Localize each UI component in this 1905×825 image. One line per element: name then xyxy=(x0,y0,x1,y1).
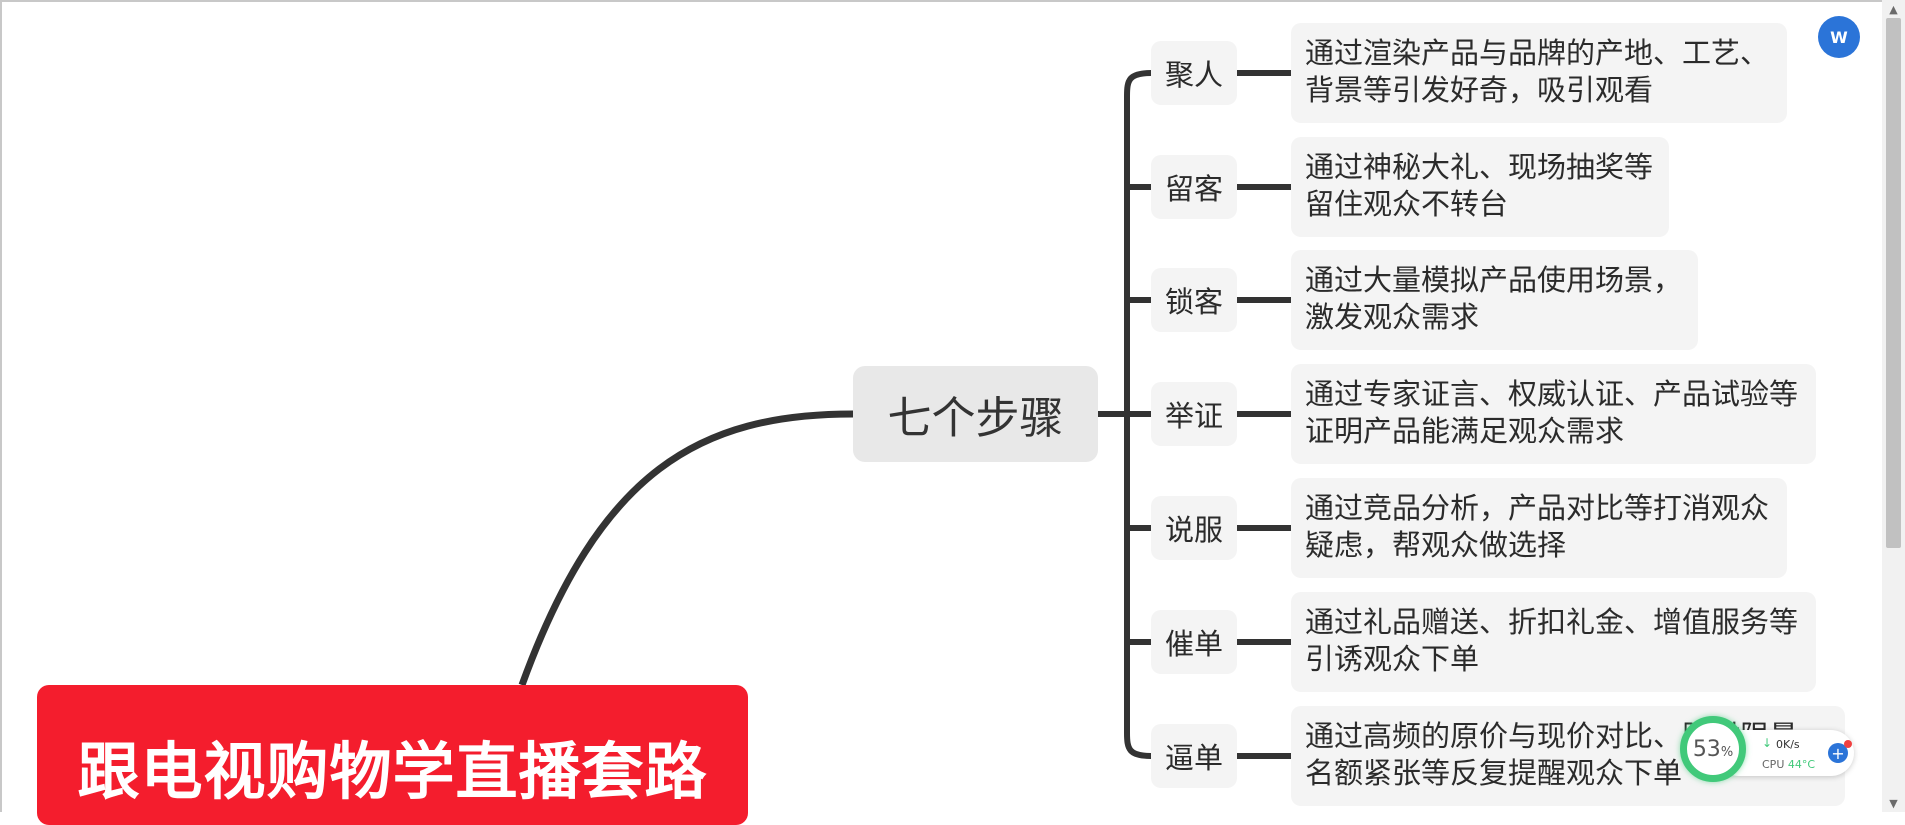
step-node-7[interactable]: 逼单 xyxy=(1151,724,1237,788)
percent-unit: % xyxy=(1720,744,1734,760)
step-label: 逼单 xyxy=(1164,741,1223,775)
desc-line: 引诱观众下单 xyxy=(1305,642,1480,676)
add-icon[interactable]: + xyxy=(1828,743,1848,763)
step-label: 留客 xyxy=(1164,172,1223,206)
memory-usage-ring[interactable]: 53% xyxy=(1680,716,1746,782)
step-label: 催单 xyxy=(1164,627,1223,661)
step-label: 说服 xyxy=(1164,513,1223,547)
document-viewport xyxy=(0,0,1882,812)
root-node[interactable]: 跟电视购物学直播套路 xyxy=(37,685,748,825)
desc-line: 通过专家证言、权威认证、产品试验等 xyxy=(1305,377,1799,411)
step-desc-node-3[interactable]: 通过大量模拟产品使用场景， 激发观众需求 xyxy=(1291,250,1698,350)
scrollbar-thumb[interactable] xyxy=(1886,18,1901,548)
vertical-scrollbar[interactable]: ▲ ▼ xyxy=(1882,0,1905,812)
step-node-4[interactable]: 举证 xyxy=(1151,382,1237,446)
cpu-readout: CPU 44°C xyxy=(1762,758,1815,771)
desc-line: 留住观众不转台 xyxy=(1305,187,1509,221)
step-desc-node-5[interactable]: 通过竞品分析，产品对比等打消观众 疑虑，帮观众做选择 xyxy=(1291,478,1787,578)
step-node-6[interactable]: 催单 xyxy=(1151,610,1237,674)
desc-line: 通过神秘大礼、现场抽奖等 xyxy=(1305,150,1654,184)
memory-percent: 53 xyxy=(1692,736,1721,762)
step-node-5[interactable]: 说服 xyxy=(1151,496,1237,560)
desc-line: 通过渲染产品与品牌的产地、工艺、 xyxy=(1305,36,1770,70)
network-speed: 0K/s xyxy=(1776,738,1800,751)
root-to-center-connector xyxy=(518,410,854,687)
center-node[interactable]: 七个步骤 xyxy=(853,366,1098,462)
desc-line: 通过大量模拟产品使用场景， xyxy=(1305,263,1683,297)
notification-dot-icon xyxy=(1844,740,1852,748)
step-node-2[interactable]: 留客 xyxy=(1151,155,1237,219)
browser-extension-icon[interactable]: W xyxy=(1818,16,1860,58)
step-node-1[interactable]: 聚人 xyxy=(1151,41,1237,105)
root-node-label: 跟电视购物学直播套路 xyxy=(77,735,708,808)
step-desc-node-2[interactable]: 通过神秘大礼、现场抽奖等 留住观众不转台 xyxy=(1291,137,1669,237)
cpu-label: CPU xyxy=(1762,758,1785,771)
scroll-down-arrow-icon[interactable]: ▼ xyxy=(1889,796,1898,810)
scroll-up-arrow-icon[interactable]: ▲ xyxy=(1889,2,1898,16)
desc-line: 背景等引发好奇，吸引观看 xyxy=(1305,73,1654,107)
desc-line: 通过竞品分析，产品对比等打消观众 xyxy=(1305,491,1770,525)
step-desc-node-6[interactable]: 通过礼品赠送、折扣礼金、增值服务等 引诱观众下单 xyxy=(1291,592,1816,692)
desc-line: 名额紧张等反复提醒观众下单 xyxy=(1305,756,1683,790)
center-node-label: 七个步骤 xyxy=(887,393,1064,444)
extension-icon-label: W xyxy=(1830,27,1848,47)
desc-line: 激发观众需求 xyxy=(1305,300,1480,334)
step-label: 锁客 xyxy=(1164,285,1223,319)
system-monitor-widget[interactable]: ↓ 0K/s CPU 44°C + 53% xyxy=(1676,710,1856,790)
branch-connectors xyxy=(1127,70,1291,759)
download-arrow-icon: ↓ xyxy=(1762,736,1773,750)
desc-line: 证明产品能满足观众需求 xyxy=(1305,414,1625,448)
cpu-temperature: 44°C xyxy=(1787,758,1816,771)
desc-line: 通过礼品赠送、折扣礼金、增值服务等 xyxy=(1305,605,1799,639)
desc-line: 疑虑，帮观众做选择 xyxy=(1305,528,1567,562)
step-desc-node-1[interactable]: 通过渲染产品与品牌的产地、工艺、 背景等引发好奇，吸引观看 xyxy=(1291,23,1787,123)
step-label: 聚人 xyxy=(1164,58,1223,92)
step-label: 举证 xyxy=(1164,399,1223,433)
step-node-3[interactable]: 锁客 xyxy=(1151,268,1237,332)
step-desc-node-4[interactable]: 通过专家证言、权威认证、产品试验等 证明产品能满足观众需求 xyxy=(1291,364,1816,464)
